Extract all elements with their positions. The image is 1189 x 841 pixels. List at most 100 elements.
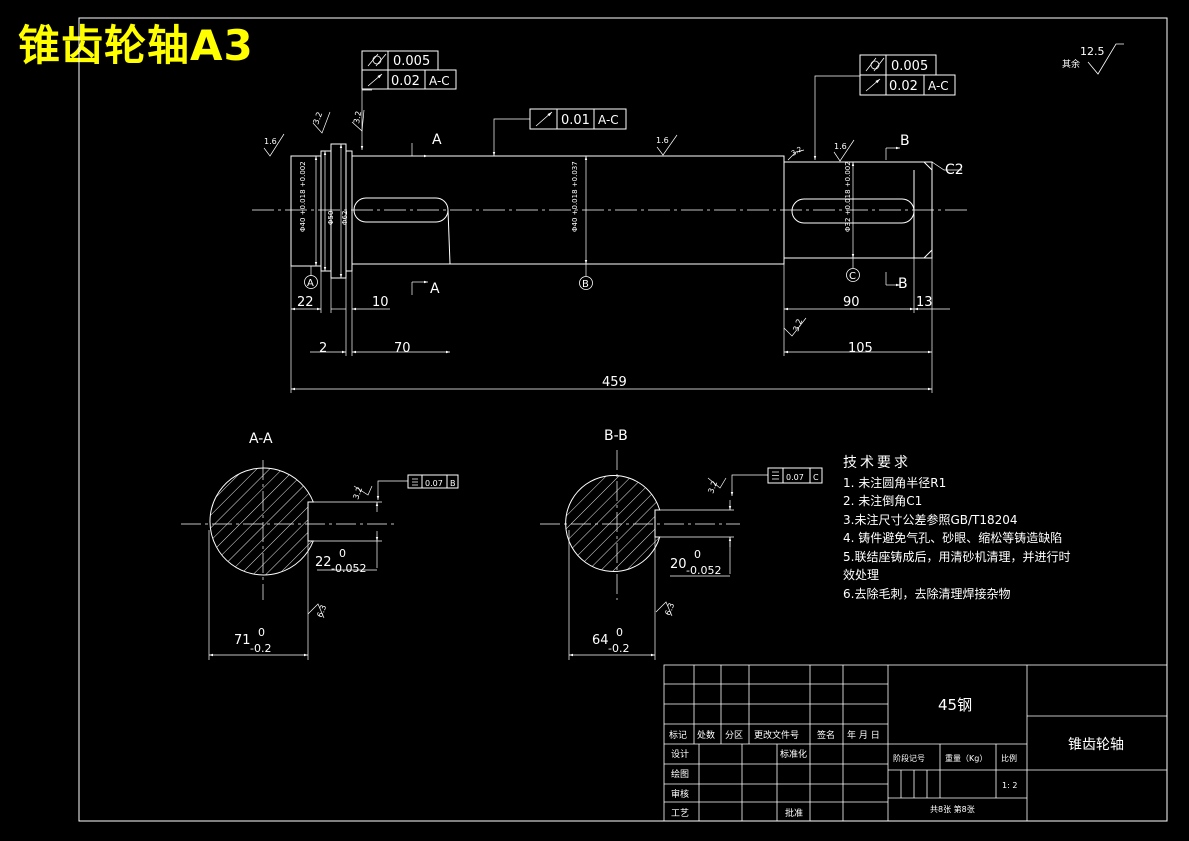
svg-text:2: 2	[319, 341, 327, 356]
svg-text:其余: 其余	[1062, 58, 1080, 70]
svg-text:批准: 批准	[785, 807, 803, 819]
title-block	[663, 664, 1168, 822]
svg-text:签名: 签名	[817, 729, 835, 741]
tol-frame-left-2	[361, 69, 457, 90]
svg-text:1: 2: 1: 2	[1002, 781, 1017, 790]
requirements-heading: 技术要求	[843, 455, 911, 471]
requirement-item: 4. 铸件避免气孔、砂眼、缩松等铸造缺陷	[843, 531, 1063, 545]
svg-text:绘图: 绘图	[671, 768, 689, 780]
svg-text:1.6: 1.6	[264, 137, 277, 146]
svg-text:B-B: B-B	[604, 428, 628, 444]
svg-text:13: 13	[916, 295, 933, 310]
svg-text:设计: 设计	[671, 748, 689, 760]
svg-text:-0.2: -0.2	[608, 642, 629, 655]
svg-text:重量（Kg）: 重量（Kg）	[945, 753, 987, 763]
svg-text:A: A	[307, 278, 314, 289]
svg-text:A-C: A-C	[429, 74, 450, 88]
svg-text:64: 64	[592, 633, 609, 648]
svg-text:3.2: 3.2	[706, 480, 719, 495]
section-aa-hatch	[209, 467, 315, 576]
svg-text:标记: 标记	[669, 729, 687, 741]
svg-text:Φ62: Φ62	[341, 211, 349, 225]
sheet-border	[78, 17, 1168, 822]
svg-text:0.07: 0.07	[425, 479, 443, 488]
svg-text:-0.052: -0.052	[331, 562, 366, 575]
svg-text:1.6: 1.6	[834, 142, 847, 151]
svg-text:C2: C2	[945, 162, 964, 178]
main-view	[252, 75, 968, 393]
svg-text:0.01: 0.01	[561, 113, 590, 128]
svg-text:阶段记号: 阶段记号	[893, 753, 925, 763]
svg-text:锥齿轮轴: 锥齿轮轴	[1068, 737, 1124, 753]
svg-text:年 月 日: 年 月 日	[847, 729, 880, 741]
section-aa-labels: A-A 0.07 B 3.2 6.3 22 0 -0.052 71 0 -0.2	[234, 431, 456, 655]
svg-text:0: 0	[694, 548, 701, 561]
roughness-icon	[1087, 43, 1124, 75]
svg-text:6.3: 6.3	[315, 604, 328, 619]
svg-text:90: 90	[843, 295, 860, 310]
svg-text:分区: 分区	[725, 730, 743, 741]
svg-text:0: 0	[258, 626, 265, 639]
svg-text:459: 459	[602, 375, 627, 390]
svg-text:3.2: 3.2	[351, 486, 364, 501]
svg-text:Φ40 +0.018 +0.037: Φ40 +0.018 +0.037	[571, 161, 579, 232]
shoulder-2	[345, 150, 353, 272]
runout-icon	[865, 78, 881, 92]
runout-icon	[367, 73, 383, 87]
section-bb-labels: B-B 0.07 C 3.2 6.3 20 0 -0.052 64 0 -0.2	[592, 428, 819, 655]
requirement-item: 2. 未注倒角C1	[843, 494, 923, 508]
main-shaft	[352, 155, 785, 265]
svg-text:处数: 处数	[697, 729, 715, 741]
svg-text:12.5: 12.5	[1080, 45, 1105, 58]
tol-frame-right-2	[859, 74, 956, 96]
svg-text:C: C	[813, 473, 819, 482]
svg-text:B: B	[900, 133, 910, 149]
svg-text:0.07: 0.07	[786, 473, 804, 482]
svg-text:B: B	[582, 279, 589, 290]
svg-text:70: 70	[394, 341, 411, 356]
svg-text:105: 105	[848, 341, 873, 356]
svg-text:0: 0	[616, 626, 623, 639]
svg-text:审核: 审核	[671, 788, 689, 800]
svg-text:Φ32 +0.018 +0.002: Φ32 +0.018 +0.002	[844, 161, 852, 232]
svg-text:3.2: 3.2	[352, 110, 363, 124]
svg-text:A-C: A-C	[598, 113, 619, 127]
requirement-item: 6.去除毛刺，去除清理焊接杂物	[843, 586, 1011, 601]
requirement-item: 1. 未注圆角半径R1	[843, 475, 947, 490]
svg-text:A: A	[432, 132, 442, 148]
svg-text:A-C: A-C	[928, 79, 949, 93]
journal-right	[784, 161, 933, 259]
svg-text:45钢: 45钢	[938, 696, 972, 714]
svg-text:-0.2: -0.2	[250, 642, 271, 655]
svg-text:22: 22	[315, 555, 332, 570]
requirement-item: 效处理	[843, 568, 880, 582]
section-bb-tol-frame	[767, 467, 823, 484]
technical-requirements: 技术要求 1. 未注圆角半径R1 2. 未注倒角C1 3.未注尺寸公差参照GB/…	[843, 454, 1070, 603]
svg-text:B: B	[898, 276, 908, 292]
svg-text:标准化: 标准化	[780, 748, 807, 760]
svg-text:3.2: 3.2	[791, 318, 804, 333]
svg-text:71: 71	[234, 633, 251, 648]
svg-text:A: A	[430, 281, 440, 297]
svg-text:0.005: 0.005	[891, 59, 928, 74]
svg-text:C: C	[849, 271, 856, 282]
main-view-labels: 0.005 0.02 A-C 0.01 A-C 0.005 0.02 A-C 1…	[264, 45, 1105, 390]
section-aa	[181, 460, 459, 660]
svg-text:3.2: 3.2	[311, 111, 324, 126]
tol-frame-mid	[529, 108, 627, 130]
title-block-text: 45钢 锥齿轮轴 标记 处数 分区 更改文件号 签名 年 月 日 设计 标准化 …	[669, 696, 1124, 819]
svg-text:22: 22	[297, 295, 314, 310]
requirement-item: 5.联结座铸成后，用清砂机清理，并进行时	[843, 549, 1071, 564]
svg-text:20: 20	[670, 557, 687, 572]
svg-text:Φ40 +0.018 +0.002: Φ40 +0.018 +0.002	[299, 161, 307, 232]
section-aa-tol-frame	[407, 474, 459, 489]
svg-text:A-A: A-A	[249, 431, 273, 447]
svg-text:比例: 比例	[1001, 753, 1017, 763]
svg-text:共8张 第8张: 共8张 第8张	[930, 804, 975, 814]
svg-text:工艺: 工艺	[671, 808, 689, 819]
svg-text:0.02: 0.02	[391, 74, 420, 89]
runout-icon	[535, 111, 553, 127]
svg-text:0: 0	[339, 547, 346, 560]
svg-text:B: B	[450, 479, 456, 488]
drawing-title: 锥齿轮轴A3	[18, 21, 254, 70]
